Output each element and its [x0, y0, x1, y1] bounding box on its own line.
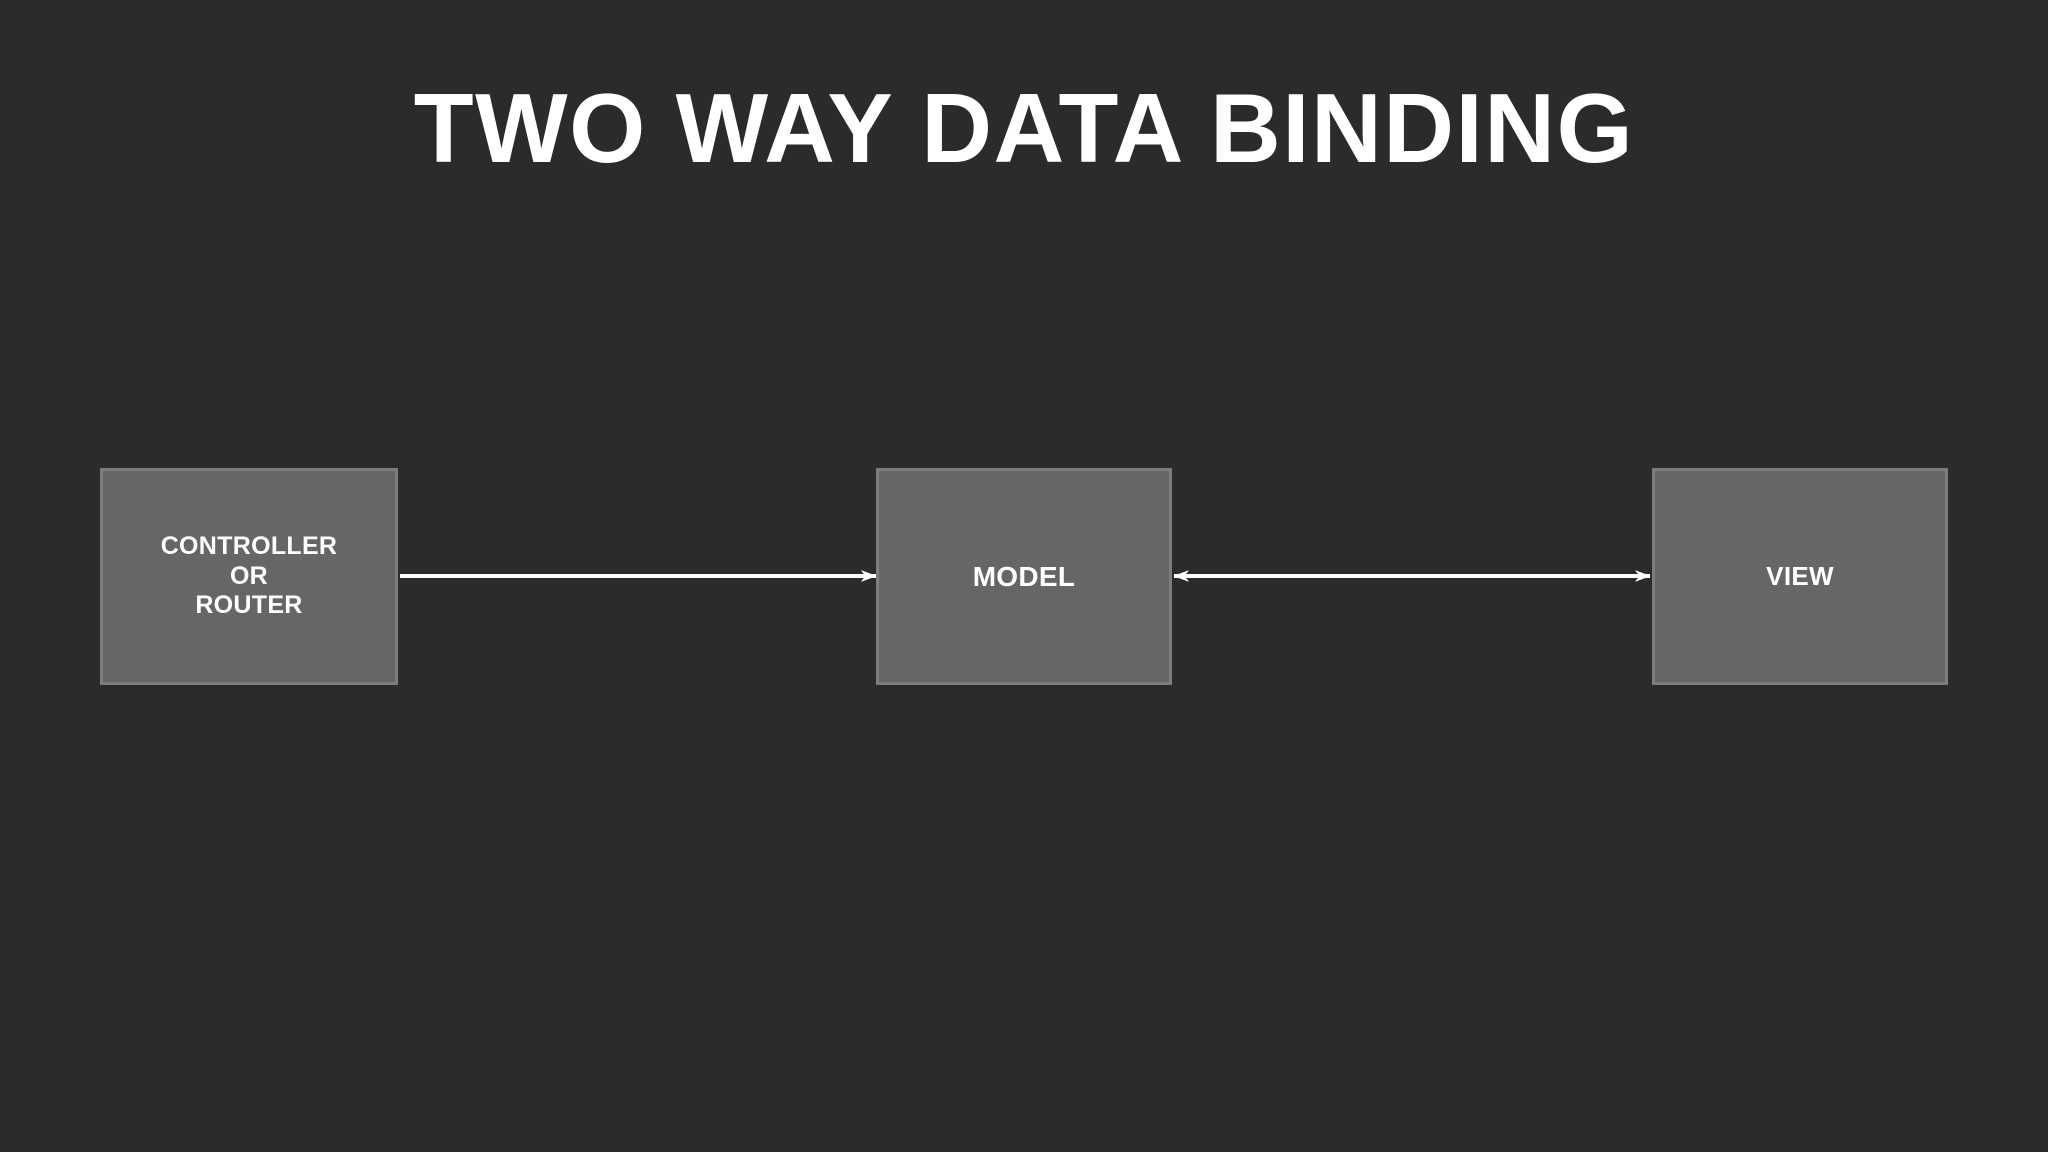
- node-controller-line-2: OR: [229, 561, 269, 590]
- node-view-label: VIEW: [1766, 561, 1834, 592]
- node-view[interactable]: VIEW: [1652, 468, 1948, 685]
- node-controller-line-1: CONTROLLER: [160, 532, 338, 561]
- page-title: TWO WAY DATA BINDING: [413, 73, 1635, 183]
- node-model[interactable]: MODEL: [876, 468, 1172, 685]
- node-controller-label: CONTROLLER OR ROUTER: [155, 532, 344, 621]
- node-controller-line-3: ROUTER: [195, 591, 303, 620]
- node-model-label: MODEL: [972, 560, 1076, 592]
- node-controller-or-router[interactable]: CONTROLLER OR ROUTER: [100, 468, 398, 685]
